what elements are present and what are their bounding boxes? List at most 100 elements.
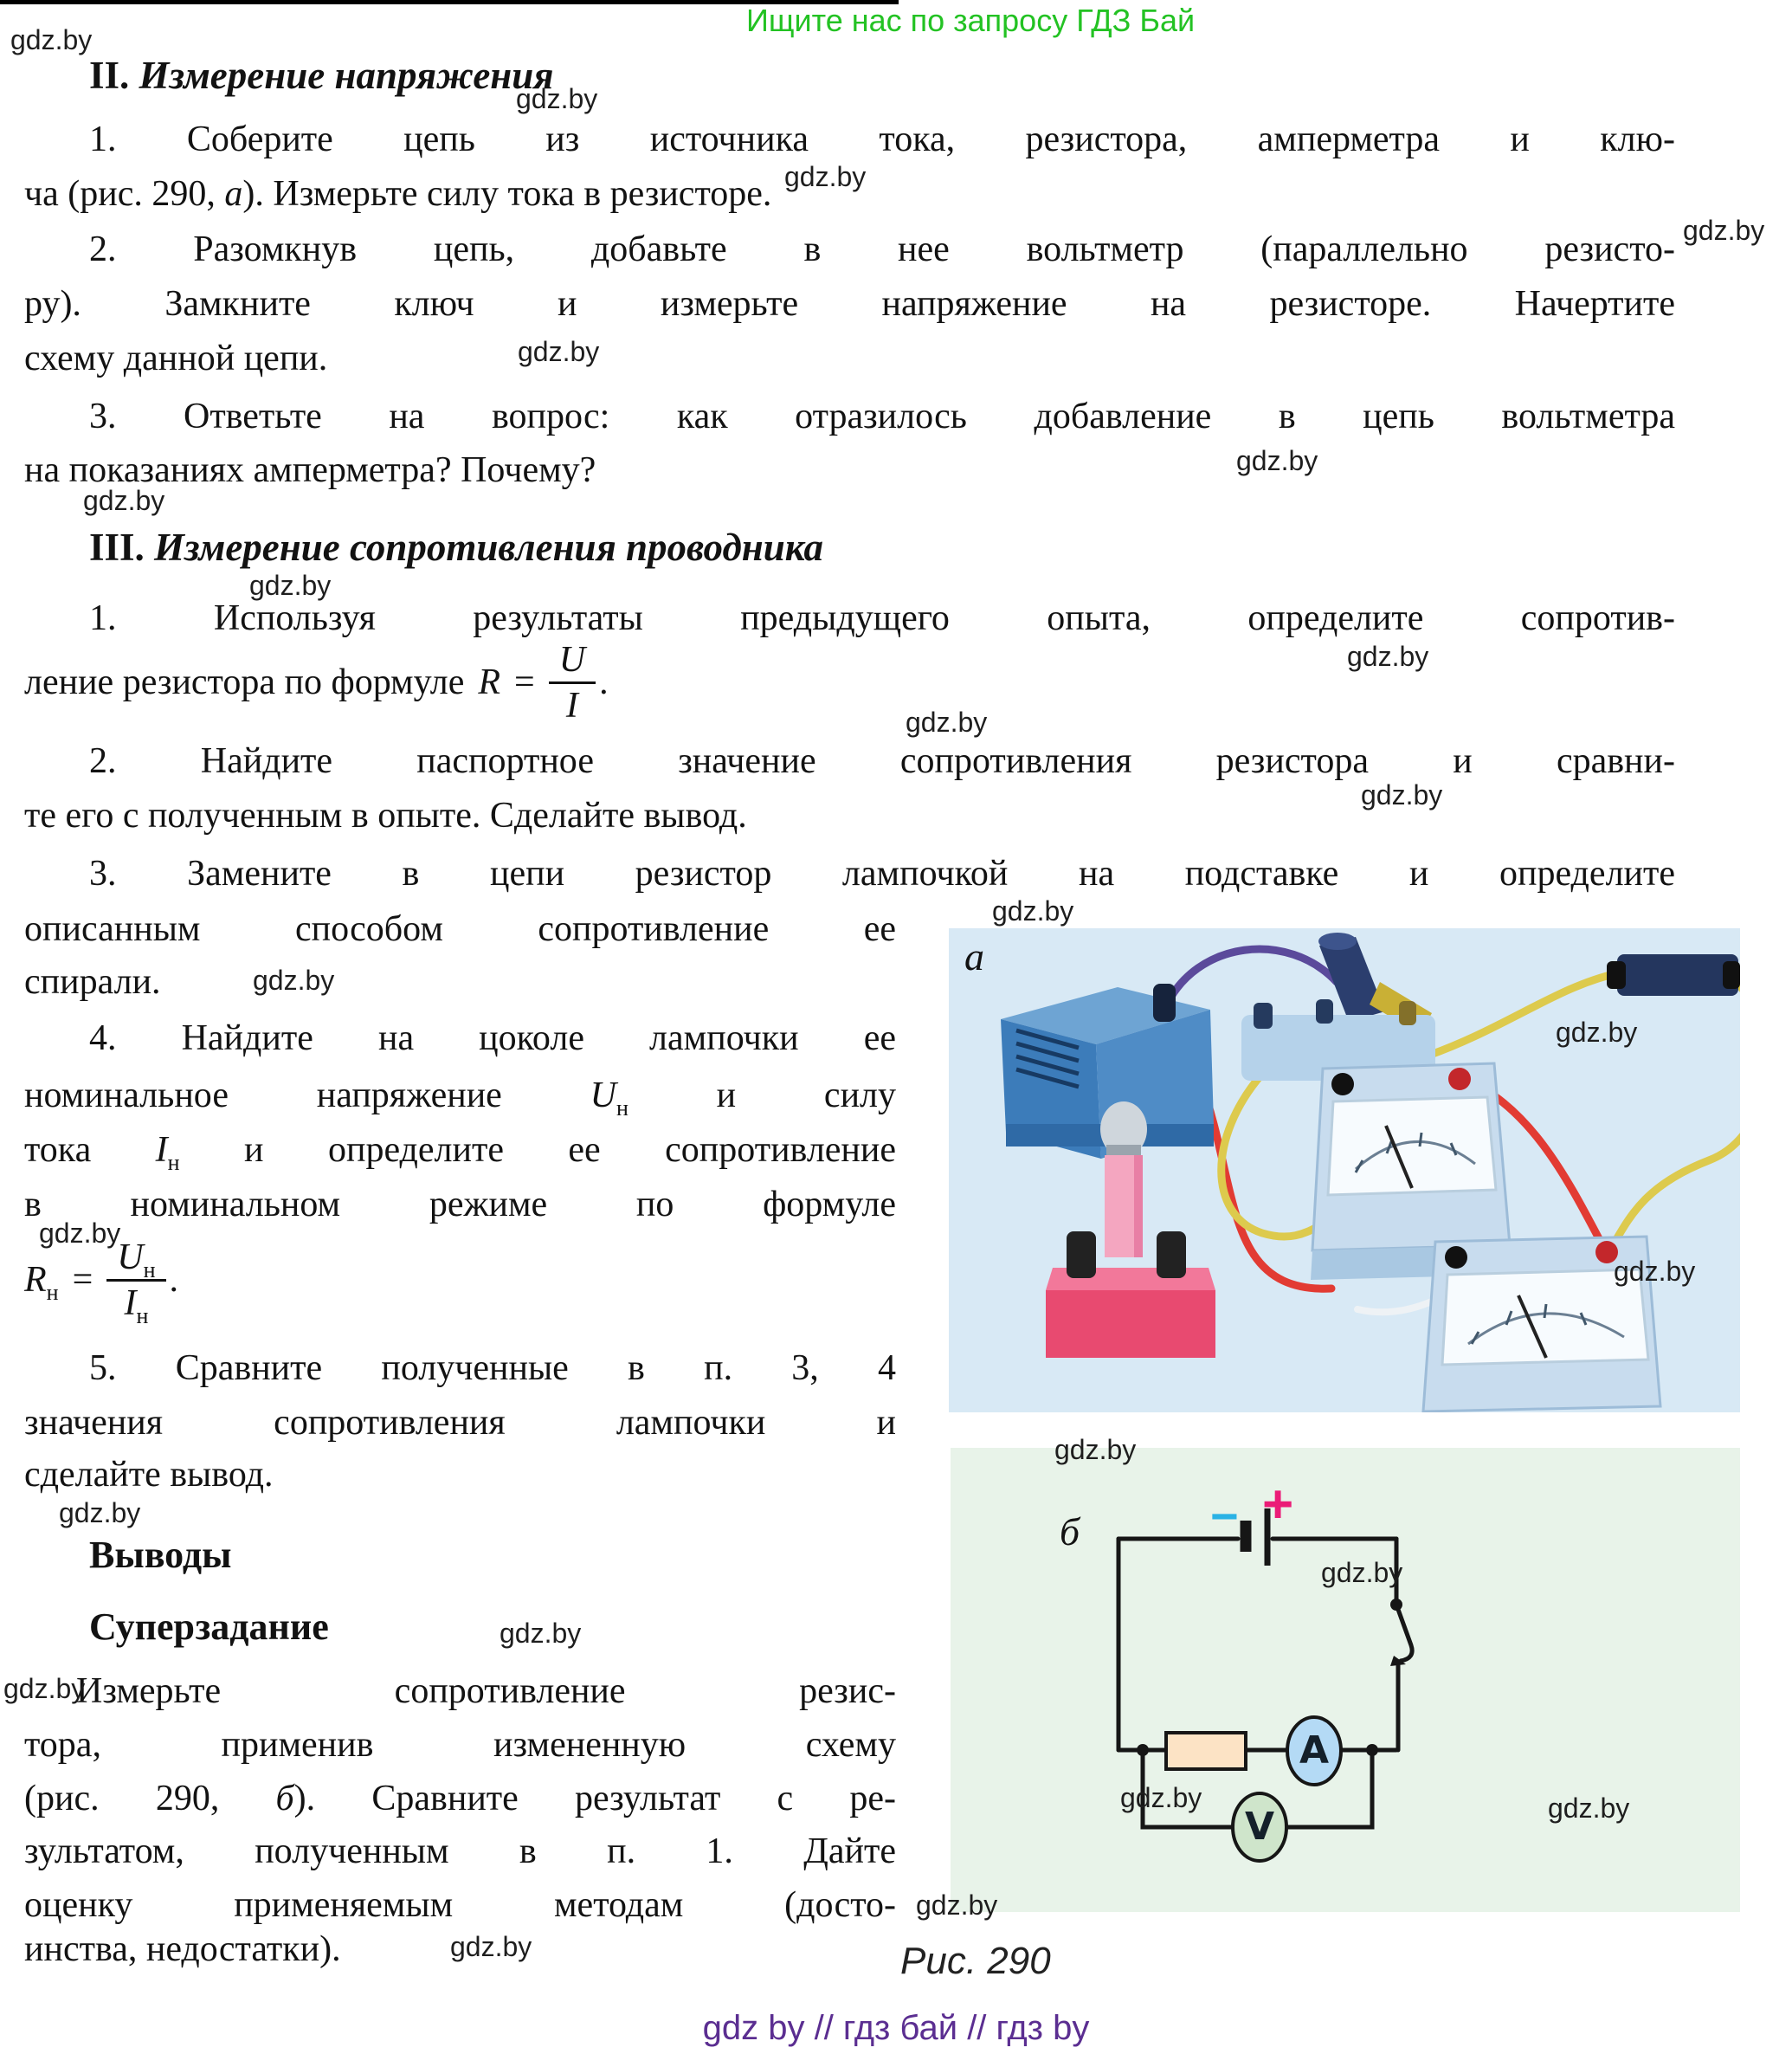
- binding-post: [1157, 1231, 1186, 1278]
- text-run: и силу: [716, 1075, 897, 1115]
- battery-minus-sign: −: [1210, 1489, 1239, 1543]
- watermark: gdz.by: [1236, 445, 1318, 476]
- watermark: gdz.by: [916, 1889, 998, 1921]
- i-nominal: I: [155, 1130, 168, 1170]
- watermark: gdz.by: [83, 485, 165, 516]
- period: .: [169, 1260, 179, 1300]
- subscript-n: н: [167, 1150, 180, 1175]
- subscript-n: н: [616, 1095, 628, 1121]
- switch-key: [1241, 933, 1435, 1081]
- paragraph-line: 2. Разомкнув цепь, добавьте в нее вольтм…: [89, 229, 1675, 269]
- binding-post: [1067, 1231, 1096, 1278]
- paragraph-line: ча (рис. 290, а). Измерьте силу тока в р…: [24, 174, 1675, 214]
- paragraph-line: 4. Найдите на цоколе лампочки ее: [89, 1018, 896, 1058]
- formula-r: R: [24, 1260, 47, 1300]
- watermark: gdz.by: [1361, 779, 1443, 811]
- watermark: gdz.by: [1321, 1557, 1403, 1588]
- ammeter-photo: [1311, 1062, 1513, 1280]
- meter-terminal-black: [1445, 1246, 1467, 1269]
- watermark: gdz.by: [1683, 215, 1765, 246]
- section-ii-title-text: Измерение напряжения: [139, 54, 554, 97]
- watermark: gdz.by: [1120, 1782, 1202, 1813]
- heading-vyvody: Выводы: [89, 1534, 232, 1576]
- equals-sign: =: [72, 1260, 93, 1300]
- text-run: тока: [24, 1130, 92, 1170]
- lamp-stand: [1046, 1101, 1215, 1358]
- lamp-bulb: [1100, 1101, 1147, 1157]
- paragraph-line: Измерьте сопротивление резис-: [76, 1671, 896, 1711]
- meter-terminal-black: [1331, 1073, 1354, 1095]
- voltmeter-letter: V: [1244, 1805, 1275, 1849]
- wire-voltmeter-left: [1140, 1747, 1235, 1830]
- voltmeter-symbol: [1231, 1792, 1288, 1863]
- watermark: gdz.by: [1054, 1434, 1137, 1465]
- watermark: gdz.by: [59, 1497, 141, 1528]
- switch-blade-tip: [1390, 1656, 1406, 1666]
- paragraph-line: 3. Замените в цепи резистор лампочкой на…: [89, 854, 1675, 894]
- section-iii-title-text: Измерение сопротивления проводника: [154, 526, 823, 569]
- paragraph-line: оценку применяемым методам (досто-: [24, 1885, 896, 1925]
- paragraph-line: те его с полученным в опыте. Сделайте вы…: [24, 796, 747, 836]
- site-header: Ищите нас по запросу ГДЗ Бай: [746, 3, 1196, 38]
- photo-circuit-setup: [949, 928, 1740, 1412]
- text-run: и определите ее сопротивление: [244, 1130, 897, 1170]
- red-wire-1: [1197, 1080, 1336, 1293]
- paragraph-line: тока Iн и определите ее сопротивление: [24, 1130, 897, 1174]
- watermark: gdz.by: [249, 570, 332, 601]
- circuit-diagram: [951, 1448, 1740, 1912]
- text-run: ление резистора по формуле: [24, 662, 465, 702]
- paragraph-line: тора, применив измененную схему: [24, 1725, 896, 1765]
- meter-terminal-red: [1595, 1241, 1618, 1263]
- u-nominal: U: [590, 1075, 616, 1115]
- watermark: gdz.by: [784, 161, 867, 192]
- scan-edge-bar: [0, 0, 899, 4]
- paragraph-line: описанным способом сопротивление ее: [24, 909, 896, 949]
- paragraph-line: спирали.: [24, 962, 161, 1002]
- watermark: gdz.by: [906, 707, 988, 738]
- figure-caption: Рис. 290: [900, 1940, 1051, 1982]
- white-wire: [1354, 1297, 1437, 1316]
- purple-wire: [1161, 945, 1341, 1012]
- paragraph-line: 3. Ответьте на вопрос: как отразилось до…: [89, 397, 1675, 436]
- watermark: gdz.by: [1556, 1017, 1638, 1048]
- fraction-numerator: U: [548, 641, 596, 684]
- watermark: gdz.by: [450, 1931, 532, 1962]
- photo-label-a: а: [964, 934, 984, 979]
- fraction-denominator: Iн: [124, 1282, 149, 1328]
- equals-sign: =: [514, 662, 535, 702]
- text-run: ). Измерьте силу тока в резисторе.: [242, 174, 772, 214]
- section-iii-number: III.: [89, 526, 145, 569]
- ammeter-symbol: [1286, 1715, 1343, 1786]
- paragraph-line: в номинальном режиме по формуле: [24, 1185, 896, 1224]
- switch-handle: [1319, 937, 1385, 1022]
- battery-plus-sign: +: [1262, 1475, 1294, 1534]
- voltmeter-photo: [1421, 1235, 1662, 1412]
- ammeter-letter: A: [1299, 1728, 1330, 1773]
- period: .: [599, 662, 609, 702]
- watermark: gdz.by: [1548, 1792, 1630, 1824]
- paragraph-line: инства, недостатки).: [24, 1929, 341, 1969]
- fraction-numerator: Uн: [106, 1238, 166, 1282]
- paragraph-line: 1. Используя результаты предыдущего опыт…: [89, 598, 1675, 638]
- paragraph-line: сделайте вывод.: [24, 1455, 274, 1495]
- meter-needle: [1384, 1125, 1414, 1189]
- watermark: gdz.by: [518, 336, 600, 367]
- resistor-block: [1607, 954, 1740, 996]
- paragraph-line: на показаниях амперметра? Почему?: [24, 450, 596, 490]
- watermark: gdz.by: [253, 965, 335, 996]
- text-run: (рис. 290,: [24, 1779, 276, 1818]
- diagram-background: [951, 1448, 1740, 1912]
- diagram-label-b: б: [1060, 1509, 1080, 1553]
- paragraph-line: (рис. 290, б). Сравните результат с ре-: [24, 1779, 896, 1818]
- watermark: gdz.by: [516, 83, 598, 114]
- meter-terminal-red: [1448, 1068, 1471, 1090]
- yellow-wire-1: [1217, 1069, 1331, 1241]
- supply-terminal: [1153, 984, 1176, 1022]
- paragraph-line: номинальное напряжение Uн и силу: [24, 1075, 897, 1120]
- paragraph-line: ру). Замкните ключ и измерьте напряжение…: [24, 284, 1675, 324]
- watermark: gdz.by: [992, 895, 1074, 927]
